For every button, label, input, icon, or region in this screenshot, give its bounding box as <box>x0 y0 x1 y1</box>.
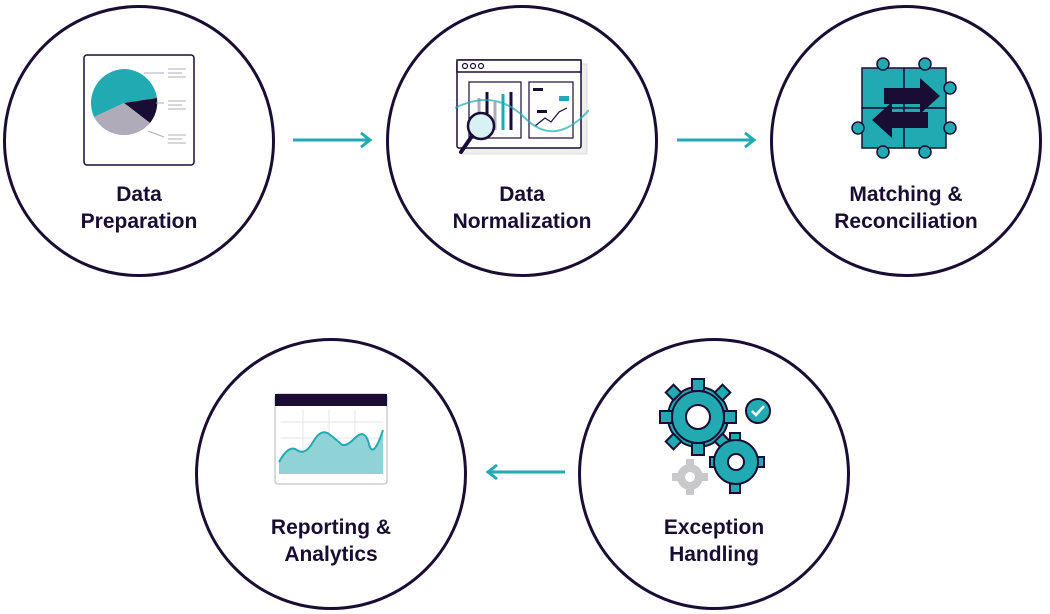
pie-chart-report-icon <box>83 54 195 166</box>
gears-check-icon <box>659 378 771 495</box>
step-label-line2: Reconciliation <box>834 210 978 233</box>
arrow-left-icon <box>485 463 565 481</box>
puzzle-arrows-icon <box>851 57 957 159</box>
step-label-line1: Data <box>116 183 162 206</box>
step-label-line1: Matching & <box>849 183 963 206</box>
step-label: Matching & Reconciliation <box>773 181 1039 235</box>
step-label: Exception Handling <box>581 514 847 568</box>
arrow-right-icon <box>677 131 757 149</box>
step-label-line1: Reporting & <box>270 516 392 539</box>
step-label-line2: Analytics <box>284 543 378 566</box>
step-label: Data Preparation <box>6 181 272 235</box>
step-data-normalization: Data Normalization <box>386 5 658 277</box>
step-label-line2: Normalization <box>452 210 592 233</box>
step-matching-reconciliation: Matching & Reconciliation <box>770 5 1042 277</box>
arrow-right-icon <box>293 131 373 149</box>
step-exception-handling: Exception Handling <box>578 338 850 610</box>
step-reporting-analytics: Reporting & Analytics <box>195 338 467 610</box>
step-data-preparation: Data Preparation <box>3 5 275 277</box>
step-label-line2: Preparation <box>80 210 198 233</box>
step-label-line1: Data <box>499 183 545 206</box>
step-label: Reporting & Analytics <box>198 514 464 568</box>
step-label-line1: Exception <box>663 516 765 539</box>
area-chart-window-icon <box>274 393 388 485</box>
magnify-dashboard-icon <box>455 59 589 155</box>
step-label-line2: Handling <box>669 543 759 566</box>
step-label: Data Normalization <box>389 181 655 235</box>
